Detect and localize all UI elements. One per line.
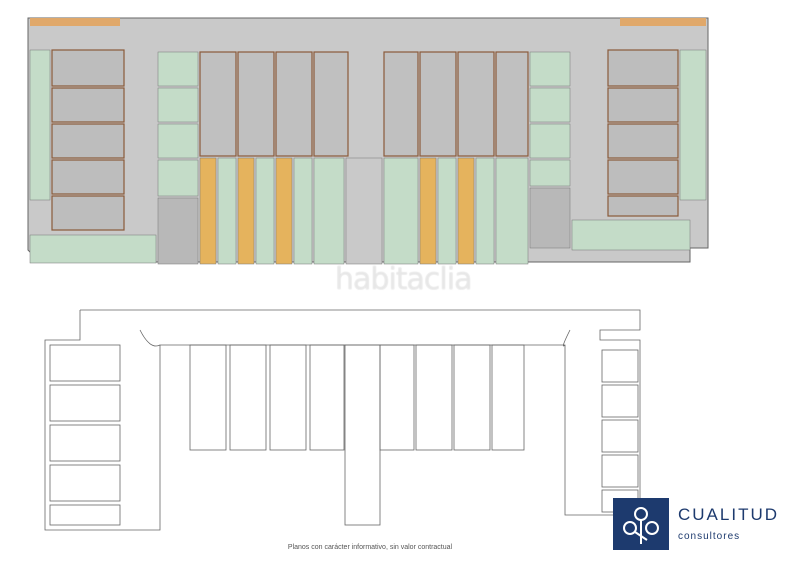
colored-floor-plan: [27, 17, 709, 265]
brand-logo-icon: [613, 498, 669, 550]
brand-name: CUALITUD: [678, 505, 780, 524]
brand-subtitle: consultores: [678, 531, 741, 542]
watermark: habitaclia: [335, 262, 472, 297]
plan-caption: Planos con carácter informativo, sin val…: [287, 544, 453, 551]
technical-floor-plan: [44, 309, 641, 531]
